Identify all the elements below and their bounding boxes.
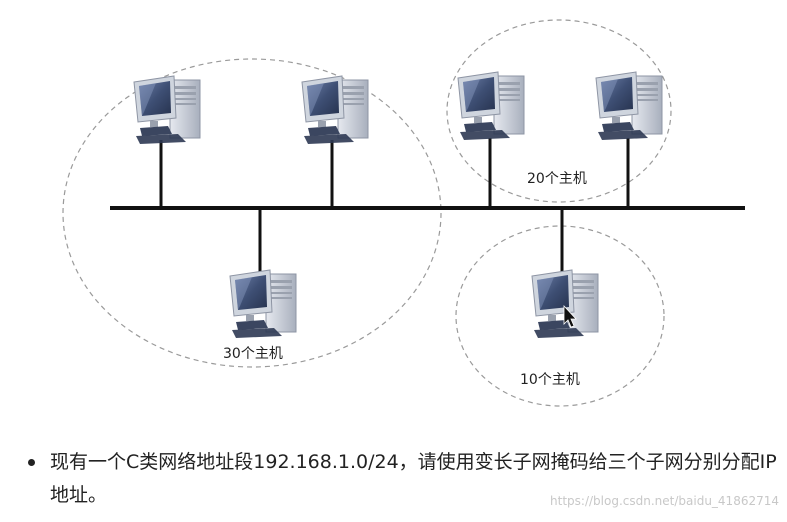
bullet-icon: [28, 459, 35, 466]
group-10-circle: [455, 225, 665, 407]
computer-icon: [133, 75, 201, 145]
watermark: https://blog.csdn.net/baidu_41862714: [550, 494, 779, 508]
computer-icon: [531, 269, 599, 339]
computer-icon: [301, 75, 369, 145]
mouse-cursor-icon: [563, 304, 577, 328]
group-10-label: 10个主机: [520, 372, 580, 388]
computer-icon: [595, 71, 663, 141]
group-30-circle: [62, 58, 442, 368]
group-20-label: 20个主机: [527, 171, 587, 187]
question-text: 现有一个C类网络地址段192.168.1.0/24，请使用变长子网掩码给三个子网…: [50, 451, 777, 506]
group-30-label: 30个主机: [223, 346, 283, 362]
question-bullet: 现有一个C类网络地址段192.168.1.0/24，请使用变长子网掩码给三个子网…: [28, 446, 780, 512]
computer-icon: [229, 269, 297, 339]
computer-icon: [457, 71, 525, 141]
group-20-circle: [446, 19, 672, 203]
